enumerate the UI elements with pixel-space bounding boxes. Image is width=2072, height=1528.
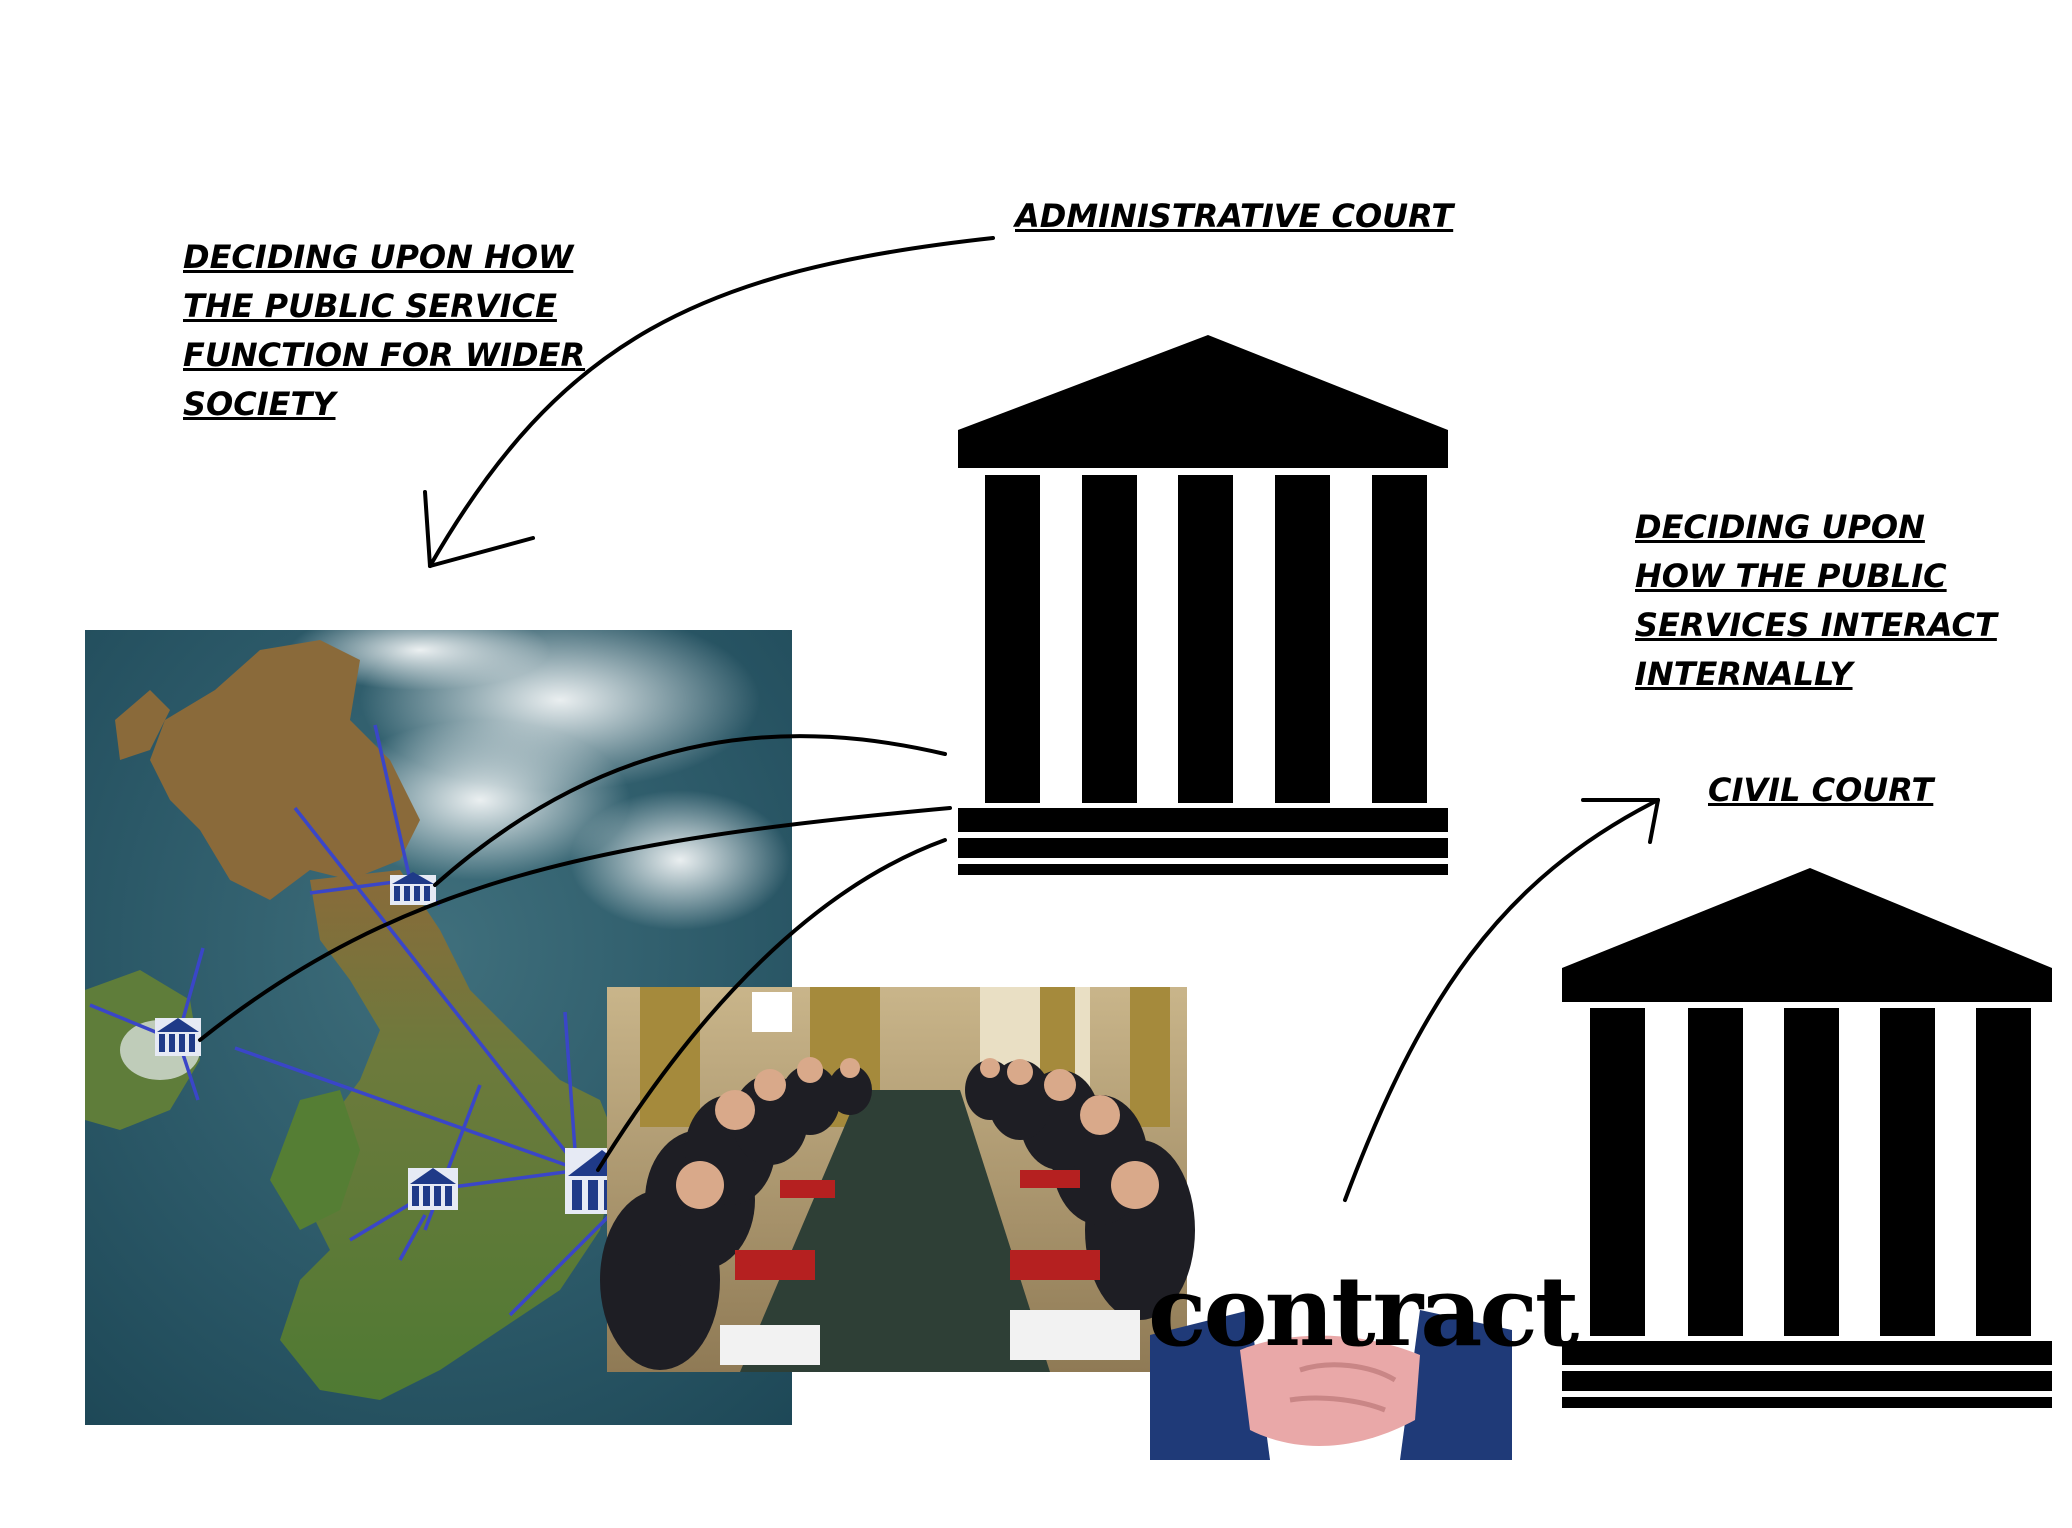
wider-society-line: THE PUBLIC SERVICE xyxy=(183,287,557,325)
internal-line: HOW THE PUBLIC xyxy=(1635,557,1947,595)
arrowhead-line xyxy=(1648,798,1660,844)
internal-line: INTERNALLY xyxy=(1635,655,1853,693)
contract-word: contract xyxy=(1148,1255,1579,1368)
arrow-contract-to-civil-court xyxy=(1343,798,1660,1202)
civil-court-building xyxy=(1562,868,2052,1408)
connector-admin-to-marker xyxy=(198,806,952,1042)
admin-court-building xyxy=(958,335,1448,875)
arrow-admin-to-wider-society xyxy=(428,236,995,568)
arrowhead-line xyxy=(428,536,535,568)
wider-society-line: DECIDING UPON HOW xyxy=(183,238,574,276)
cabinet-meeting-photo xyxy=(600,987,1195,1372)
map-courthouse-marker xyxy=(155,1018,201,1056)
internal-interaction-label: DECIDING UPON HOW THE PUBLIC SERVICES IN… xyxy=(1635,503,1997,699)
internal-line: DECIDING UPON xyxy=(1635,508,1925,546)
wider-society-line: SOCIETY xyxy=(183,385,336,423)
arrowhead-line xyxy=(423,490,432,568)
map-courthouse-marker xyxy=(390,872,436,905)
connector-admin-to-marker xyxy=(596,838,947,1172)
map-courthouse-marker xyxy=(408,1168,458,1210)
internal-line: SERVICES INTERACT xyxy=(1635,606,1997,644)
admin-court-label: ADMINISTRATIVE COURT xyxy=(1015,197,1454,235)
contract-image xyxy=(1150,1310,1512,1460)
wider-society-label: DECIDING UPON HOW THE PUBLIC SERVICE FUN… xyxy=(183,233,585,429)
wider-society-line: FUNCTION FOR WIDER xyxy=(183,336,586,374)
civil-court-label: CIVIL COURT xyxy=(1708,771,1934,809)
connector-admin-to-marker xyxy=(433,734,947,887)
